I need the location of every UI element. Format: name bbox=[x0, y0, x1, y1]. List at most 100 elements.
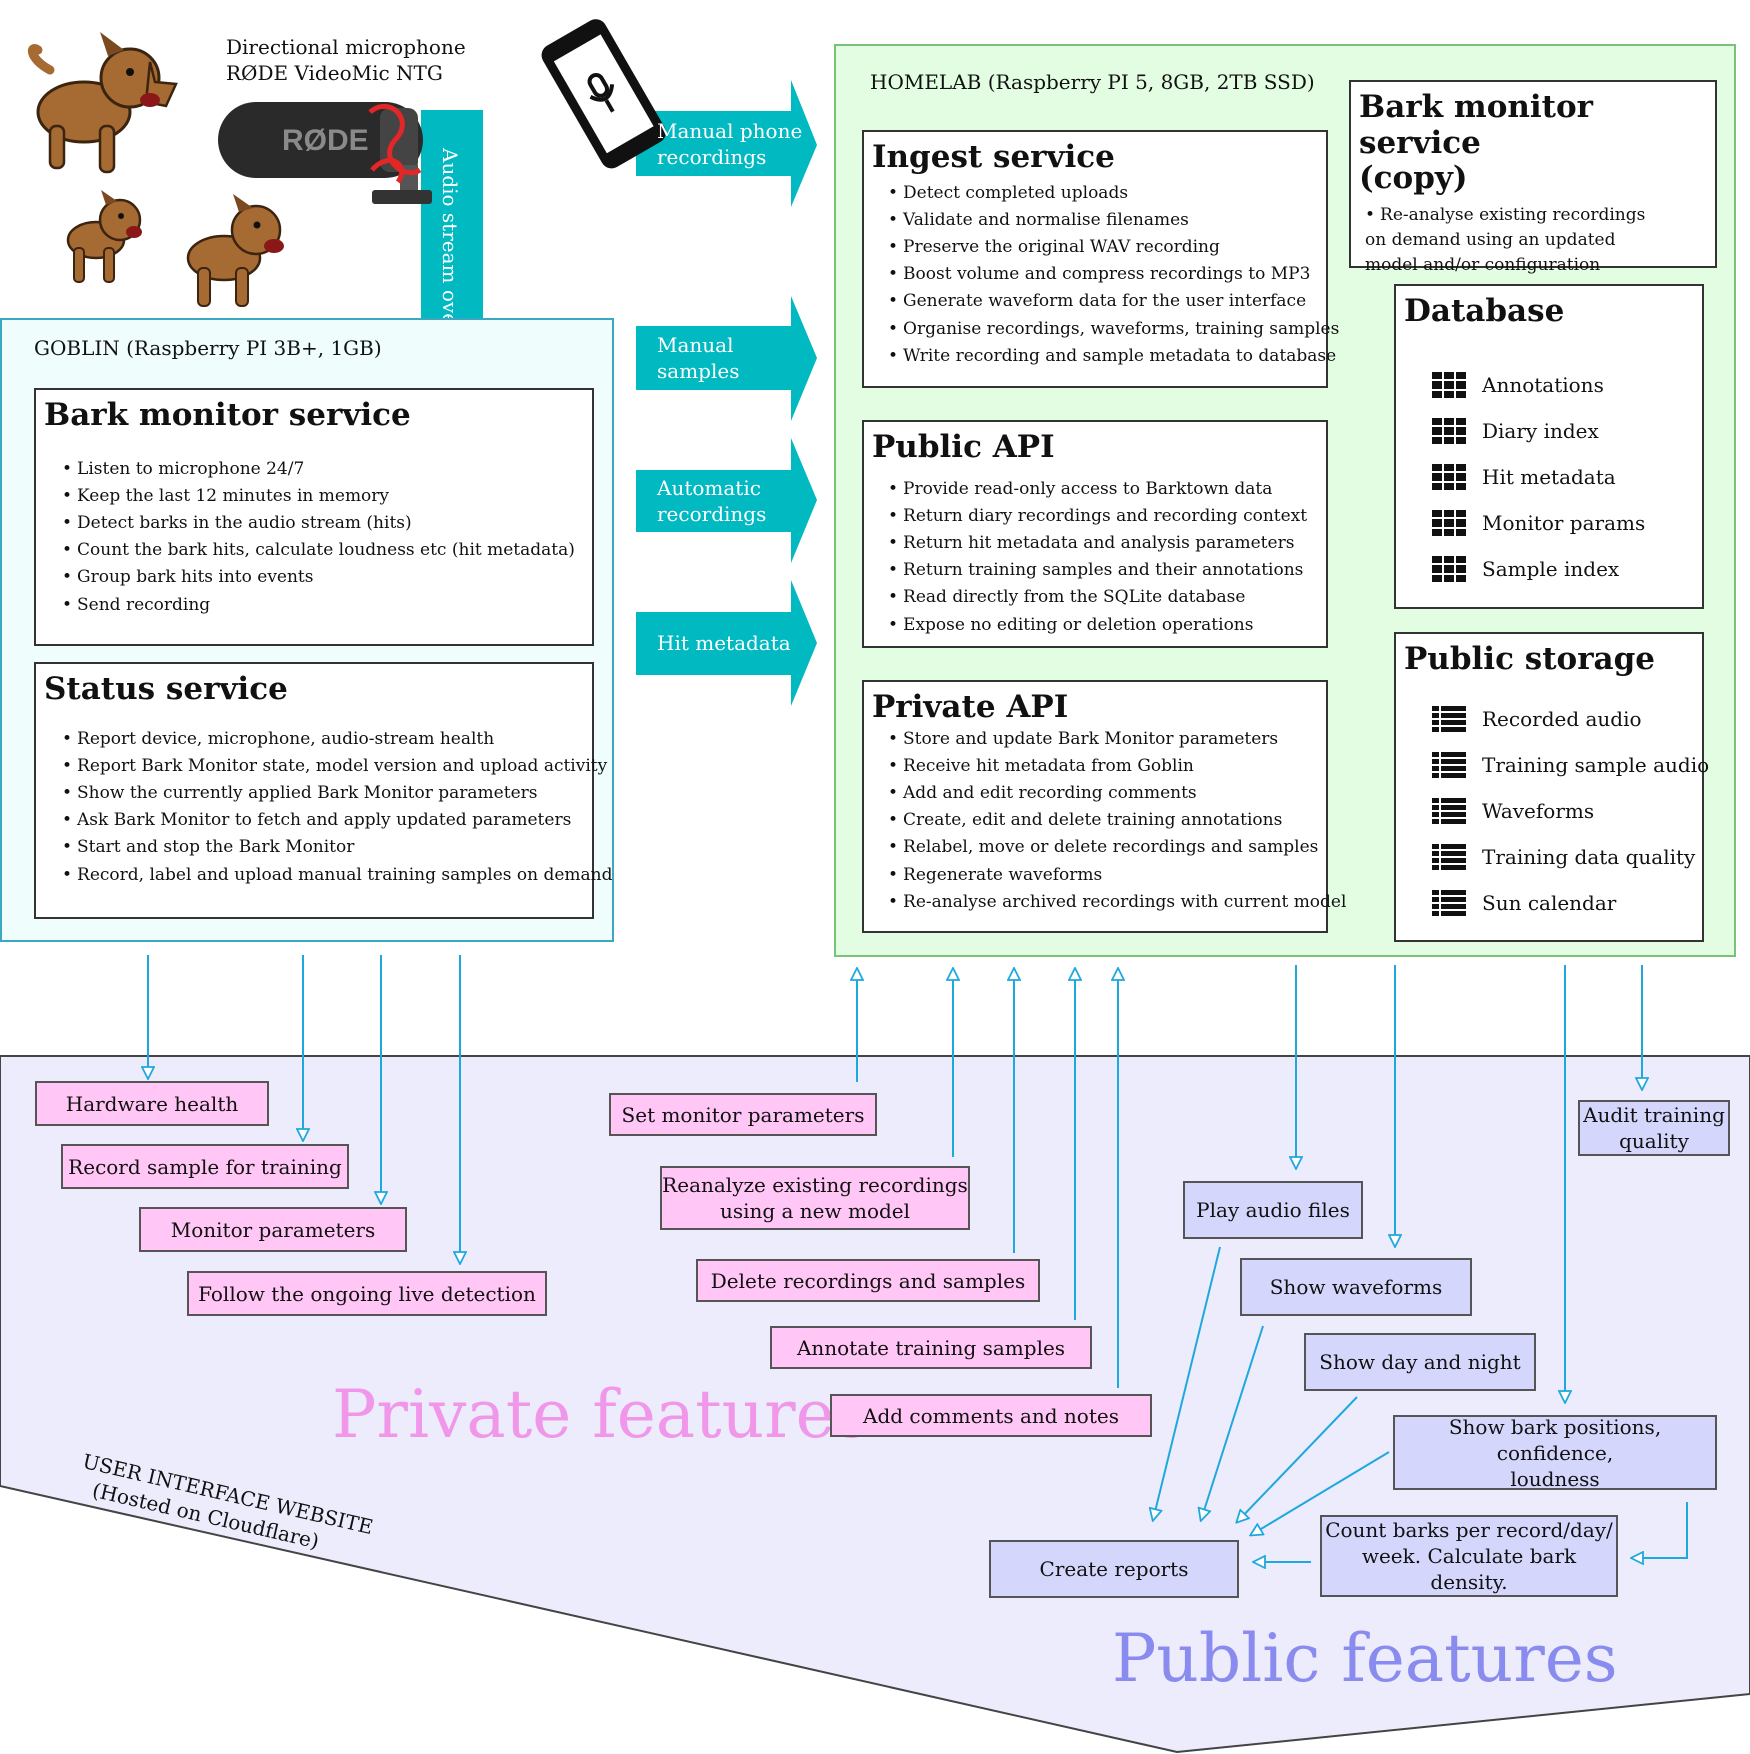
connector-positions-to-reports bbox=[1251, 1451, 1390, 1535]
list-item: Hit metadata bbox=[1432, 454, 1694, 500]
bark-monitor-copy-list: Re-analyse existing recordings on demand… bbox=[1359, 203, 1707, 278]
database-title: Database bbox=[1404, 293, 1565, 329]
list-item: Validate and normalise filenames bbox=[888, 207, 1318, 234]
list-item: Send recording bbox=[62, 592, 584, 619]
list-item: Training data quality bbox=[1432, 834, 1695, 880]
flow-arrow-manual-samples bbox=[636, 296, 817, 421]
goblin-title: GOBLIN (Raspberry PI 3B+, 1GB) bbox=[34, 336, 382, 360]
list-item: Show the currently applied Bark Monitor … bbox=[62, 780, 584, 807]
list-item: Listen to microphone 24/7 bbox=[62, 456, 584, 483]
flow-arrow-phone bbox=[636, 80, 817, 207]
dog-icon bbox=[66, 190, 142, 283]
goblin-status-service: Status service Report device, microphone… bbox=[34, 662, 613, 919]
bark-monitor-copy-service: Bark monitor service (copy) Re-analyse e… bbox=[1349, 80, 1717, 275]
feature-follow-live-detection[interactable]: Follow the ongoing live detection bbox=[187, 1271, 547, 1316]
homelab-title: HOMELAB (Raspberry PI 5, 8GB, 2TB SSD) bbox=[870, 70, 1315, 94]
feature-count-barks[interactable]: Count barks per record/day/ week. Calcul… bbox=[1320, 1515, 1618, 1597]
list-item: Re-analyse archived recordings with curr… bbox=[888, 889, 1346, 916]
list-rows-icon bbox=[1432, 797, 1466, 824]
list-rows-icon bbox=[1432, 843, 1466, 870]
public-storage-list: Recorded audio Training sample audio Wav… bbox=[1404, 696, 1709, 926]
feature-annotate-samples[interactable]: Annotate training samples bbox=[770, 1326, 1092, 1369]
table-grid-icon bbox=[1432, 371, 1466, 398]
private-api-list: Store and update Bark Monitor parameters… bbox=[872, 726, 1346, 916]
feature-audit-training-quality[interactable]: Audit training quality bbox=[1578, 1100, 1730, 1156]
connector-daynight-to-reports bbox=[1237, 1396, 1358, 1522]
dog-icon bbox=[186, 194, 284, 307]
connector-play-to-reports bbox=[1153, 1246, 1221, 1520]
flow-label-hit-metadata: Hit metadata bbox=[657, 631, 791, 655]
list-item: Expose no editing or deletion operations bbox=[888, 612, 1318, 639]
list-item: Read directly from the SQLite database bbox=[888, 584, 1318, 611]
connector-positions-to-count bbox=[1632, 1502, 1688, 1558]
list-item: Detect completed uploads bbox=[888, 180, 1318, 207]
list-item: Monitor params bbox=[1432, 500, 1694, 546]
feature-show-bark-positions[interactable]: Show bark positions, confidence, loudnes… bbox=[1393, 1415, 1717, 1491]
list-item: Preserve the original WAV recording bbox=[888, 234, 1318, 261]
feature-add-comments[interactable]: Add comments and notes bbox=[830, 1394, 1152, 1437]
ingest-service: Ingest service Detect completed uploads … bbox=[862, 130, 1339, 388]
microphone-brand: RØDE bbox=[282, 124, 369, 157]
list-item: Write recording and sample metadata to d… bbox=[888, 343, 1336, 370]
goblin-bark-monitor-list: Listen to microphone 24/7 Keep the last … bbox=[44, 456, 584, 619]
flow-arrow-automatic bbox=[636, 438, 817, 563]
public-api-list: Provide read-only access to Barktown dat… bbox=[872, 476, 1318, 639]
goblin-status-list: Report device, microphone, audio-stream … bbox=[44, 726, 612, 889]
ingest-list: Detect completed uploads Validate and no… bbox=[872, 180, 1339, 370]
public-api-service: Public API Provide read-only access to B… bbox=[862, 420, 1328, 648]
feature-delete-recordings[interactable]: Delete recordings and samples bbox=[696, 1259, 1040, 1302]
feature-record-sample[interactable]: Record sample for training bbox=[61, 1144, 349, 1189]
public-storage: Public storage Recorded audio Training s… bbox=[1394, 632, 1709, 942]
list-item: Sample index bbox=[1432, 546, 1694, 592]
list-item: Provide read-only access to Barktown dat… bbox=[888, 476, 1318, 503]
private-api-service: Private API Store and update Bark Monito… bbox=[862, 680, 1346, 933]
bark-monitor-copy-title-line1: Bark monitor service bbox=[1359, 89, 1594, 161]
feature-monitor-parameters[interactable]: Monitor parameters bbox=[139, 1207, 407, 1252]
feature-show-waveforms[interactable]: Show waveforms bbox=[1240, 1258, 1472, 1316]
table-grid-icon bbox=[1432, 555, 1466, 582]
ingest-title: Ingest service bbox=[872, 139, 1115, 175]
list-item: Start and stop the Bark Monitor bbox=[62, 834, 584, 861]
goblin-status-title: Status service bbox=[44, 671, 288, 707]
database-list: Annotations Diary index Hit metadata Mon… bbox=[1404, 362, 1694, 592]
dog-icon bbox=[28, 32, 178, 174]
public-features-title: Public features bbox=[1112, 1620, 1618, 1697]
list-item: Detect barks in the audio stream (hits) bbox=[62, 510, 584, 537]
bark-monitor-copy-title-line2: (copy) bbox=[1359, 160, 1468, 197]
public-api-title: Public API bbox=[872, 429, 1055, 465]
public-storage-title: Public storage bbox=[1404, 641, 1656, 677]
list-rows-icon bbox=[1432, 751, 1466, 778]
list-item: Relabel, move or delete recordings and s… bbox=[888, 834, 1318, 861]
list-item: Store and update Bark Monitor parameters bbox=[888, 726, 1318, 753]
microphone-icon bbox=[218, 102, 432, 204]
table-grid-icon bbox=[1432, 417, 1466, 444]
list-item: Waveforms bbox=[1432, 788, 1694, 834]
feature-reanalyze-recordings[interactable]: Reanalyze existing recordings using a ne… bbox=[660, 1166, 970, 1230]
microphone-label: Directional microphone RØDE VideoMic NTG bbox=[226, 34, 466, 86]
phone-icon bbox=[541, 19, 666, 169]
feature-show-day-night[interactable]: Show day and night bbox=[1304, 1333, 1536, 1391]
list-item: Generate waveform data for the user inte… bbox=[888, 288, 1318, 315]
microphone-model: RØDE VideoMic NTG bbox=[226, 61, 443, 85]
list-item: model and/or configuration bbox=[1365, 254, 1601, 275]
feature-set-monitor-parameters[interactable]: Set monitor parameters bbox=[609, 1093, 877, 1136]
feature-play-audio[interactable]: Play audio files bbox=[1183, 1181, 1363, 1239]
feature-create-reports[interactable]: Create reports bbox=[989, 1540, 1239, 1598]
private-features-title: Private features bbox=[332, 1376, 869, 1453]
list-item: Receive hit metadata from Goblin bbox=[888, 753, 1318, 780]
list-item: Re-analyse existing recordings bbox=[1365, 203, 1707, 228]
table-grid-icon bbox=[1432, 463, 1466, 490]
list-item: Add and edit recording comments bbox=[888, 780, 1318, 807]
list-item: Report device, microphone, audio-stream … bbox=[62, 726, 584, 753]
list-item: Regenerate waveforms bbox=[888, 862, 1318, 889]
list-item: Boost volume and compress recordings to … bbox=[888, 261, 1318, 288]
feature-hardware-health[interactable]: Hardware health bbox=[35, 1081, 269, 1126]
microphone-type: Directional microphone bbox=[226, 35, 466, 59]
table-grid-icon bbox=[1432, 509, 1466, 536]
goblin-bark-monitor-service: Bark monitor service Listen to microphon… bbox=[34, 388, 594, 646]
connector-waveforms-to-reports bbox=[1201, 1325, 1264, 1520]
list-item: Count the bark hits, calculate loudness … bbox=[62, 537, 584, 564]
